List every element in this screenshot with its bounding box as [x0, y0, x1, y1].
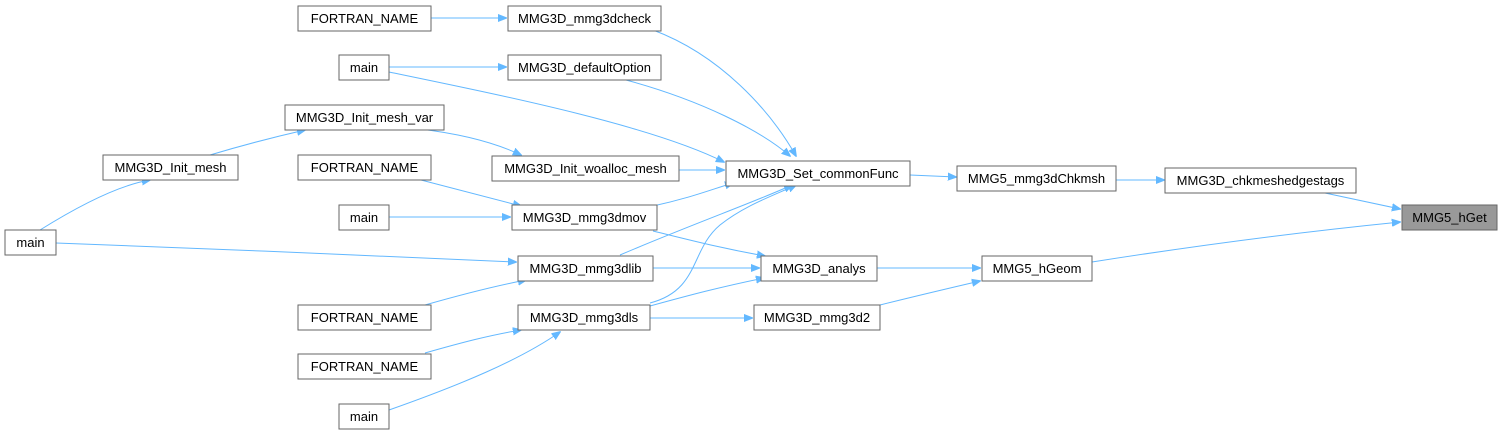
node-label: main [350, 409, 378, 424]
node-label: MMG3D_Init_mesh [115, 160, 227, 175]
node-label: MMG3D_analys [772, 261, 866, 276]
node-main-ls[interactable]: main [338, 403, 390, 430]
node-fortran-name-ls[interactable]: FORTRAN_NAME [297, 353, 432, 380]
node-label: MMG3D_mmg3dls [530, 310, 639, 325]
node-mmg3d-mmg3dls[interactable]: MMG3D_mmg3dls [517, 304, 651, 331]
edge-mmg3dls-to-analys [649, 278, 764, 307]
nodes: FORTRAN_NAME MMG3D_mmg3dcheck main MMG3D… [4, 5, 1498, 430]
node-fortran-name-mov[interactable]: FORTRAN_NAME [297, 154, 432, 181]
node-mmg5-hget[interactable]: MMG5_hGet [1401, 204, 1498, 231]
node-mmg3d-mmg3dmov[interactable]: MMG3D_mmg3dmov [511, 204, 658, 231]
edge-mmg3dls-to-set-commonfunc [649, 185, 796, 304]
edge-fortran-to-mmg3dmov [420, 179, 521, 206]
node-fortran-name-check[interactable]: FORTRAN_NAME [297, 5, 432, 32]
edge-init-mesh-to-init-mesh-var [209, 130, 305, 156]
node-mmg3d-init-mesh-var[interactable]: MMG3D_Init_mesh_var [284, 104, 445, 131]
node-fortran-name-lib[interactable]: FORTRAN_NAME [297, 304, 432, 331]
node-mmg5-hgeom[interactable]: MMG5_hGeom [981, 255, 1093, 282]
edge-mmg3dlib-to-set-commonfunc [619, 185, 792, 256]
node-mmg3d-mmg3d2[interactable]: MMG3D_mmg3d2 [753, 304, 881, 331]
node-label: MMG5_hGeom [993, 261, 1082, 276]
node-label: MMG3D_mmg3dlib [530, 261, 642, 276]
node-label: FORTRAN_NAME [311, 160, 419, 175]
node-mmg3d-set-commonfunc[interactable]: MMG3D_Set_commonFunc [725, 160, 911, 187]
edge-set-commonfunc-to-chkmsh [909, 175, 956, 177]
node-mmg3d-init-mesh[interactable]: MMG3D_Init_mesh [102, 154, 239, 181]
edge-fortran-to-mmg3dls [424, 330, 521, 354]
node-label: FORTRAN_NAME [311, 310, 419, 325]
edge-chkedge-to-hget [1324, 192, 1400, 209]
edge-main-to-mmg3dls [388, 332, 560, 411]
node-mmg3d-init-woalloc-mesh[interactable]: MMG3D_Init_woalloc_mesh [491, 155, 680, 182]
edge-hgeom-to-hget [1091, 222, 1400, 263]
edge-mmg3dcheck-to-set-commonfunc [652, 29, 796, 156]
node-main-default[interactable]: main [338, 54, 390, 81]
node-label: MMG3D_defaultOption [518, 60, 651, 75]
edge-defaultoption-to-set-commonfunc [625, 79, 790, 156]
edge-init-mesh-var-to-woalloc [419, 128, 521, 155]
edge-mmg3d2-to-hgeom [879, 281, 980, 306]
node-mmg3d-mmg3dlib[interactable]: MMG3D_mmg3dlib [517, 255, 654, 282]
node-label: MMG3D_chkmeshedgestags [1177, 173, 1345, 188]
node-label: MMG3D_mmg3dmov [523, 210, 647, 225]
node-label: main [350, 60, 378, 75]
node-label: MMG3D_mmg3d2 [764, 310, 870, 325]
node-mmg5-mmg3dchkmsh[interactable]: MMG5_mmg3dChkmsh [956, 165, 1117, 192]
node-mmg3d-chkmeshedgestags[interactable]: MMG3D_chkmeshedgestags [1164, 167, 1357, 194]
node-label: MMG5_hGet [1412, 210, 1487, 225]
edge-main-left-to-mmg3dlib [55, 242, 516, 262]
node-label: MMG5_mmg3dChkmsh [968, 171, 1105, 186]
node-label: main [16, 235, 44, 250]
node-main-mov[interactable]: main [338, 204, 390, 231]
node-label: MMG3D_Set_commonFunc [737, 166, 899, 181]
node-label: MMG3D_mmg3dcheck [518, 11, 651, 26]
edge-main-to-set-commonfunc [388, 71, 724, 162]
edge-fortran-to-mmg3dlib [424, 280, 526, 306]
node-mmg3d-defaultoption[interactable]: MMG3D_defaultOption [507, 54, 662, 81]
node-label: FORTRAN_NAME [311, 359, 419, 374]
edge-mmg3dmov-to-analys [652, 230, 765, 256]
node-mmg3d-analys[interactable]: MMG3D_analys [760, 255, 878, 282]
node-label: main [350, 210, 378, 225]
node-label: MMG3D_Init_woalloc_mesh [504, 161, 667, 176]
edge-main-left-to-init-mesh [39, 180, 150, 231]
edges [39, 18, 1400, 411]
node-mmg3d-mmg3dcheck[interactable]: MMG3D_mmg3dcheck [507, 5, 662, 32]
edge-mmg3dmov-to-set-commonfunc [652, 183, 733, 207]
node-main-left[interactable]: main [4, 229, 57, 256]
node-label: MMG3D_Init_mesh_var [296, 110, 434, 125]
node-label: FORTRAN_NAME [311, 11, 419, 26]
